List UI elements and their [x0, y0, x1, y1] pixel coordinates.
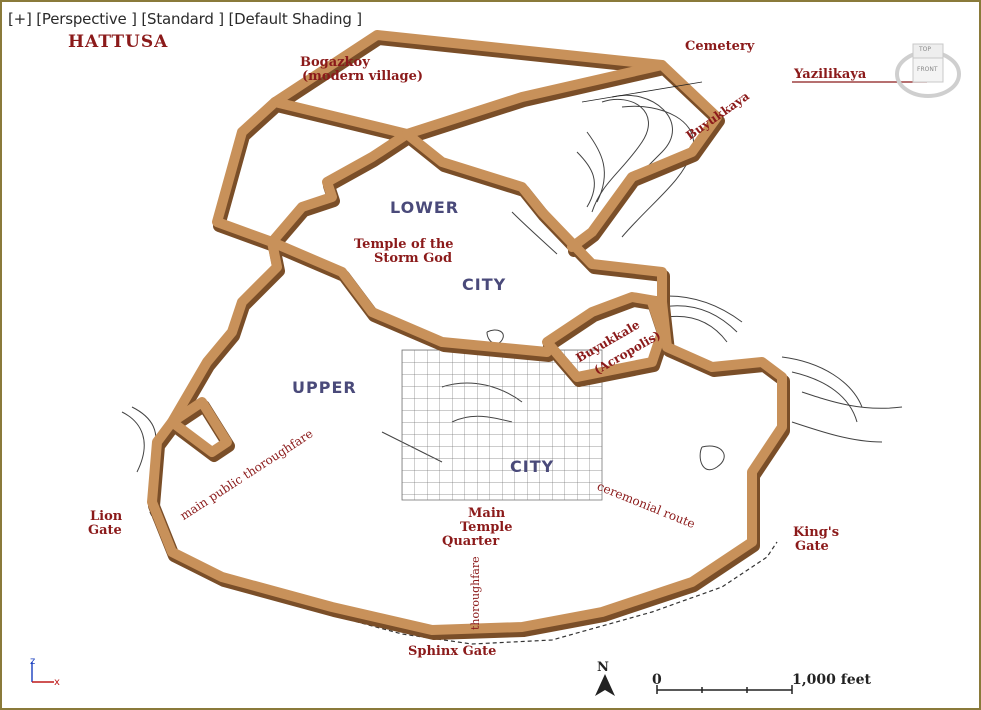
label-kings-gate-1: King's [793, 525, 840, 540]
label-main-temple-3: Quarter [442, 534, 500, 549]
map-title: HATTUSA [68, 32, 169, 52]
label-bogazkoy: Bogazkoy [300, 55, 370, 70]
viewcube-icon[interactable]: TOP FRONT [895, 40, 961, 98]
scale-end-label: 1,000 feet [792, 672, 872, 688]
viewport-menu-button[interactable]: [+] [8, 10, 32, 28]
label-bogazkoy-sub: (modern village) [302, 69, 424, 84]
label-main-temple-1: Main [468, 506, 506, 521]
label-upper: UPPER [292, 378, 357, 397]
viewcube-top-face[interactable]: TOP [919, 46, 932, 53]
viewport-view-button[interactable]: [Perspective ] [36, 10, 137, 28]
label-kings-gate-2: Gate [795, 539, 829, 554]
viewport-label-bar: [+] [Perspective ] [Standard ] [Default … [8, 10, 362, 28]
label-temple-storm-1: Temple of the [354, 237, 454, 252]
label-lion-gate-1: Lion [90, 509, 123, 524]
label-lower-city: CITY [462, 275, 507, 294]
label-sphinx-gate: Sphinx Gate [408, 644, 497, 659]
xyz-axis-icon: z x [24, 654, 74, 694]
svg-text:z: z [30, 656, 35, 667]
label-yazilikaya: Yazilikaya [794, 67, 867, 82]
north-label: N [597, 660, 609, 675]
viewport-shading-button[interactable]: [Default Shading ] [228, 10, 362, 28]
svg-text:x: x [54, 677, 60, 688]
viewcube-front-face[interactable]: FRONT [917, 66, 938, 73]
scale-bar [656, 685, 793, 694]
label-lion-gate-2: Gate [88, 523, 122, 538]
label-lower: LOWER [390, 198, 460, 217]
label-main-temple-2: Temple [460, 520, 513, 535]
label-upper-city: CITY [510, 457, 555, 476]
north-arrow-icon [595, 674, 615, 696]
label-cemetery: Cemetery [685, 39, 755, 54]
label-thoroughfare: thoroughfare [469, 556, 482, 630]
city-walls [147, 30, 790, 640]
viewport-mode-button[interactable]: [Standard ] [141, 10, 224, 28]
scale-zero-label: 0 [652, 672, 662, 688]
label-temple-storm-2: Storm God [374, 251, 453, 266]
